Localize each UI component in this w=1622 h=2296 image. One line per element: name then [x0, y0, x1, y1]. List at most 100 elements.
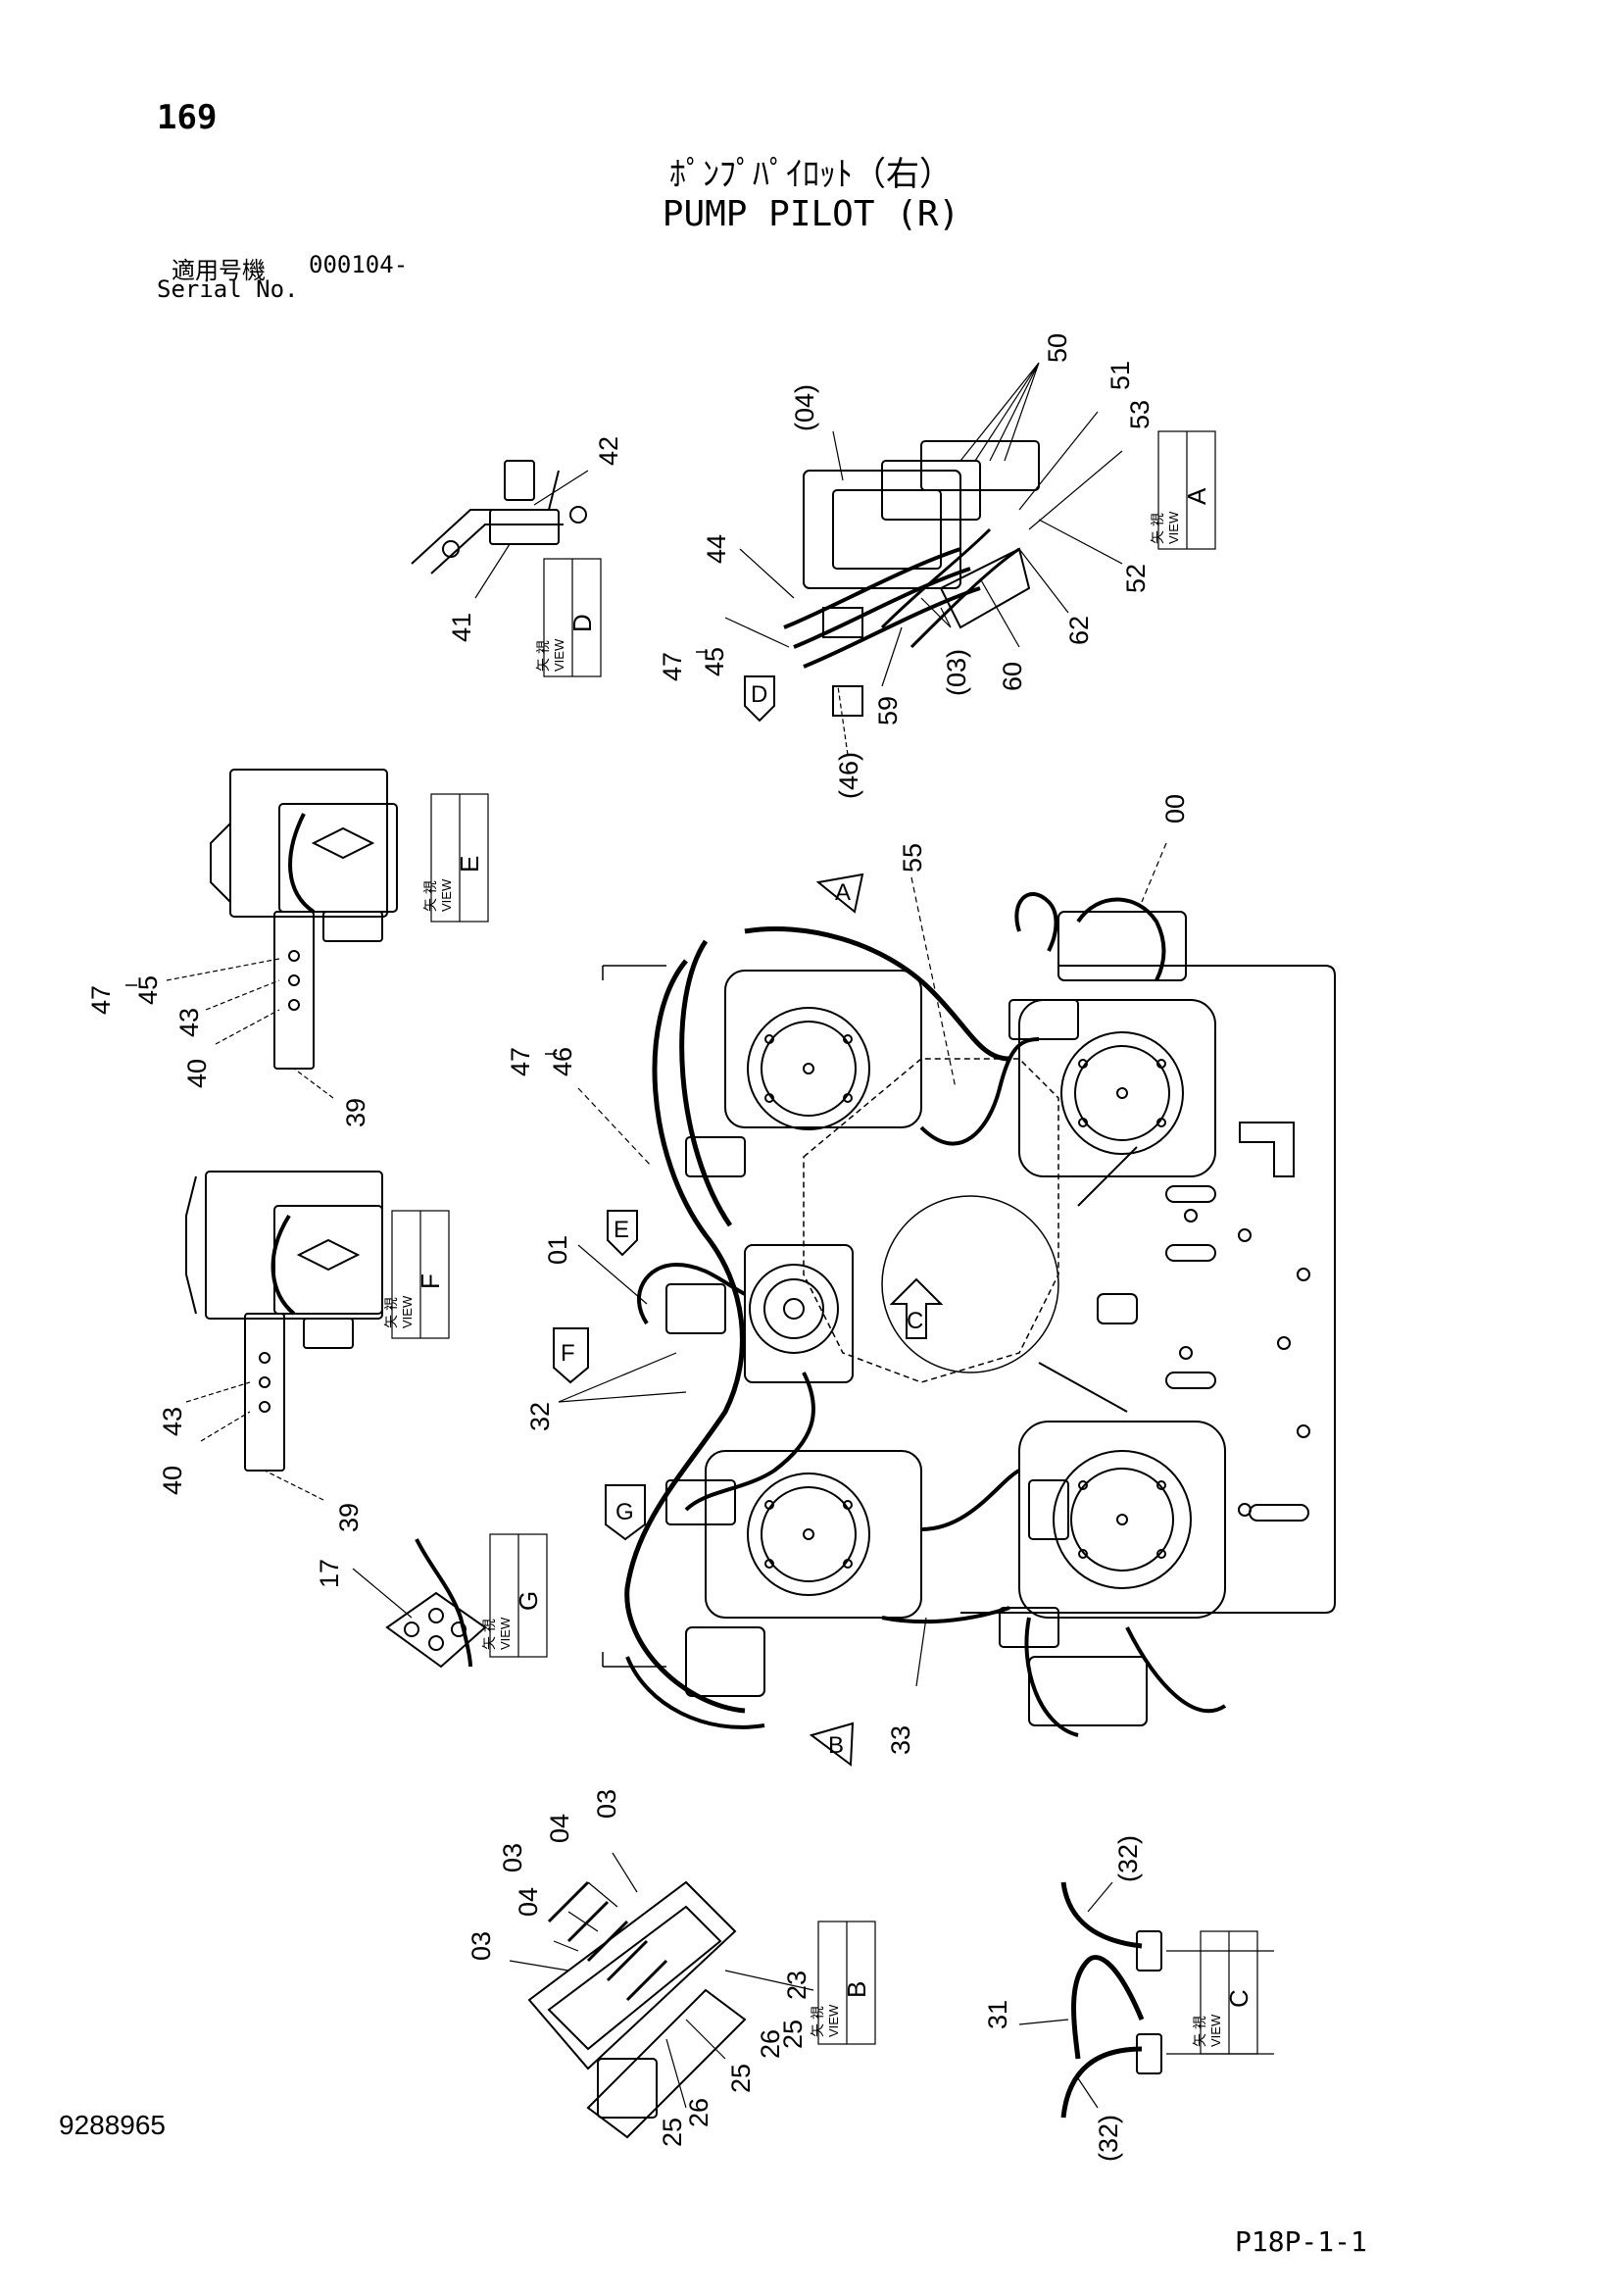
callout-32: 32 [525, 1402, 555, 1431]
view-arrow-e-letter: E [614, 1217, 629, 1243]
callout-33: 33 [886, 1725, 915, 1755]
callout-50: 50 [1043, 333, 1072, 363]
drawing-number: 9288965 [59, 2110, 167, 2140]
callout-32-c1: (32) [1113, 1835, 1143, 1882]
callout-26-b2: 26 [684, 2098, 713, 2127]
view-arrow-b [809, 1722, 855, 1767]
view-e-view-text: VIEW [439, 878, 454, 912]
view-f-jp-text: 矢 視 [383, 1297, 399, 1328]
serial-label: Serial No. [157, 275, 299, 303]
callout-52: 52 [1121, 564, 1151, 593]
view-d-letter: D [567, 614, 597, 632]
view-g-view-text: VIEW [498, 1617, 513, 1650]
callout-25-b3: 25 [658, 2118, 687, 2147]
view-b-view-text: VIEW [826, 2004, 841, 2037]
view-d-detail [411, 460, 589, 599]
callout-41: 41 [447, 613, 476, 642]
callout-60: 60 [998, 662, 1027, 691]
view-a-view-text: VIEW [1166, 511, 1181, 544]
callout-46-a: (46) [834, 752, 863, 799]
view-e-jp-text: 矢 視 [422, 880, 438, 912]
view-label-boxes [391, 430, 1258, 2055]
callout-31: 31 [983, 2000, 1012, 2029]
callout-40-f: 40 [158, 1466, 187, 1495]
callout-40-e: 40 [182, 1059, 212, 1088]
callout-45-e: 45 [133, 975, 163, 1005]
view-arrow-d [744, 675, 775, 723]
page-title: PUMP PILOT (R) [662, 194, 960, 234]
callout-numbers: 50 51 53 52 62 60 (03) 59 (46) 45 47 44 … [86, 333, 1190, 2162]
callout-32-c2: (32) [1094, 2115, 1123, 2162]
view-g-letter: G [514, 1591, 543, 1611]
view-arrow-d-letter: D [751, 681, 767, 708]
view-arrow-e [607, 1210, 638, 1257]
view-c-jp-text: 矢 視 [1192, 2016, 1207, 2047]
view-arrow-c [889, 1277, 944, 1339]
callout-51: 51 [1106, 361, 1135, 390]
view-b-jp-text: 矢 視 [810, 2006, 825, 2037]
view-arrow-b-letter: B [828, 1732, 844, 1759]
view-f-detail [185, 1171, 383, 1501]
callout-23: 23 [782, 1971, 811, 2000]
view-f-letter: F [416, 1273, 445, 1289]
callout-47-main: 47 [506, 1047, 535, 1076]
callout-39-e: 39 [341, 1098, 370, 1127]
view-a-jp-text: 矢 視 [1150, 513, 1165, 544]
view-c-detail [1018, 1881, 1274, 2119]
callout-04-b2: 04 [545, 1814, 574, 1843]
view-arrows: A E C F G B D [553, 675, 944, 1767]
callout-55: 55 [898, 843, 927, 873]
callout-17: 17 [315, 1559, 344, 1588]
serial-number-value: 000104- [309, 251, 409, 278]
view-e-detail [166, 769, 398, 1099]
view-arrow-a [815, 873, 864, 914]
callout-47-e: 47 [86, 985, 116, 1015]
page-number: 169 [157, 98, 218, 137]
callout-03-b1: 03 [467, 1931, 496, 1961]
callout-62: 62 [1064, 616, 1094, 645]
callout-44: 44 [702, 534, 731, 564]
callout-04-a: (04) [790, 384, 819, 431]
view-arrow-c-letter: C [907, 1308, 923, 1334]
range-marks [125, 651, 708, 1055]
view-a-detail [724, 362, 1123, 756]
view-b-detail [509, 1852, 814, 2139]
page-code: P18P-1-1 [1235, 2225, 1367, 2258]
callout-43-e: 43 [174, 1008, 204, 1037]
view-e-letter: E [455, 856, 484, 873]
view-arrow-a-letter: A [835, 879, 851, 906]
callout-26-b1: 26 [756, 2029, 785, 2059]
callout-46-main: 46 [548, 1047, 577, 1076]
view-arrow-g-letter: G [615, 1499, 634, 1525]
callout-01: 01 [543, 1235, 572, 1265]
view-d-view-text: VIEW [552, 638, 566, 672]
callout-03-b3: 03 [592, 1789, 621, 1819]
callout-59: 59 [873, 696, 903, 725]
callout-03-b2: 03 [498, 1843, 527, 1872]
callout-43-f: 43 [158, 1407, 187, 1436]
callout-04-b1: 04 [514, 1887, 543, 1917]
callout-00: 00 [1160, 794, 1190, 824]
view-b-letter: B [842, 1981, 871, 1998]
callout-39-f: 39 [334, 1503, 364, 1532]
view-d-jp-text: 矢 視 [535, 640, 551, 672]
serial-label-japanese: 適用号機 [172, 257, 266, 284]
page-title-japanese: ﾎﾟﾝﾌﾟﾊﾟｲﾛｯﾄ（右） [669, 155, 953, 194]
callout-03-a: (03) [942, 649, 971, 696]
callout-25-b1: 25 [778, 2020, 808, 2049]
view-a-letter: A [1182, 487, 1211, 505]
callout-42: 42 [594, 436, 623, 466]
view-g-jp-text: 矢 視 [481, 1619, 497, 1650]
leader-lines [558, 842, 1167, 1687]
view-arrow-g [605, 1484, 646, 1541]
callout-25-b2: 25 [726, 2064, 756, 2093]
view-label-texts: A VIEW 矢 視 D VIEW 矢 視 E VIEW 矢 視 F VIEW … [383, 487, 1253, 2047]
view-arrow-f [553, 1327, 589, 1384]
view-g-detail [352, 1538, 487, 1669]
view-c-letter: C [1224, 1989, 1253, 2008]
view-f-view-text: VIEW [400, 1295, 415, 1328]
view-c-view-text: VIEW [1208, 2014, 1223, 2047]
callout-47-a: 47 [658, 652, 687, 681]
main-pump-assembly [602, 892, 1336, 1737]
